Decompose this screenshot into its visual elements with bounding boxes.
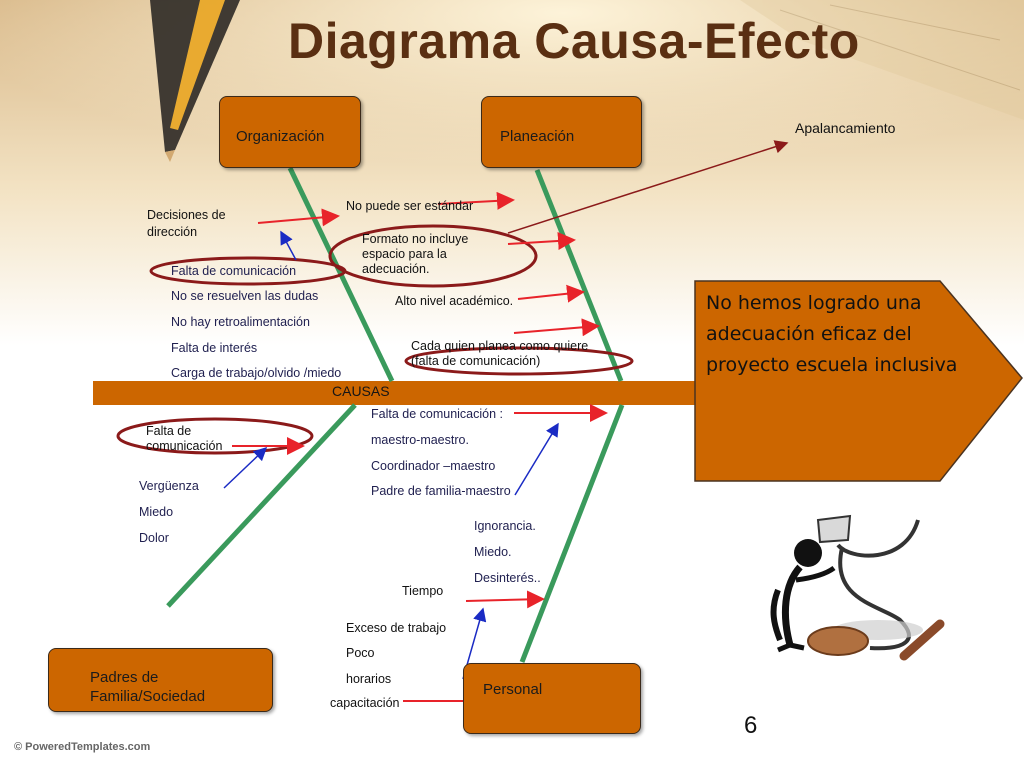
- cause-padres-item: Vergüenza: [139, 479, 199, 493]
- ruler-decoration: [740, 0, 1024, 120]
- ellipse-falta-comunicacion-padres: [116, 417, 314, 455]
- cause-alto-nivel: Alto nivel académico.: [395, 294, 514, 308]
- slide-title: Diagrama Causa-Efecto: [288, 13, 860, 69]
- cause-personal-comunicacion: Padre de familia-maestro: [371, 484, 511, 498]
- hourglass-figure-image: [770, 514, 945, 661]
- cause-formato: Formato no incluye espacio para la adecu…: [362, 232, 469, 276]
- cause-org-item: No se resuelven las dudas: [171, 289, 319, 303]
- category-personal-label: Personal: [483, 681, 543, 698]
- red-arrow: [507, 231, 576, 250]
- cause-org-item: No hay retroalimentación: [171, 315, 310, 329]
- cause-personal-comunicacion: maestro-maestro.: [371, 433, 469, 447]
- apalancamiento-label: Apalancamiento: [795, 120, 896, 136]
- effect-shape: [694, 280, 1023, 482]
- ellipse-cada-quien: [404, 346, 634, 376]
- bone-planeacion: [534, 169, 624, 382]
- cause-personal-comunicacion: Coordinador –maestro: [371, 459, 496, 473]
- cause-exceso: Poco: [346, 646, 375, 660]
- red-arrow: [513, 318, 600, 337]
- axis-label-causas: CAUSAS: [332, 383, 390, 399]
- category-padres-label: Padres de Familia/Sociedad: [90, 669, 206, 705]
- category-organizacion: Organización: [219, 96, 361, 168]
- cause-personal-ignorancia: Desinterés..: [474, 571, 541, 585]
- category-personal: Personal: [463, 663, 641, 734]
- cause-personal-comunicacion: Falta de comunicación :: [371, 407, 504, 421]
- cause-org-item: Carga de trabajo/olvido /miedo: [171, 366, 342, 380]
- red-arrow: [437, 191, 515, 210]
- category-organizacion-label: Organización: [236, 128, 325, 145]
- cause-personal-ignorancia: Miedo.: [474, 545, 512, 559]
- cause-falta-comunicacion-padres: Falta de comunicación: [146, 424, 223, 453]
- page-number: 6: [744, 712, 758, 739]
- cause-padres-item: Dolor: [139, 531, 169, 545]
- cause-decisiones: Decisiones de dirección: [147, 208, 226, 239]
- bone-padres: [166, 403, 357, 608]
- blue-arrow: [280, 230, 297, 261]
- category-padres: Padres de Familia/Sociedad: [48, 648, 273, 712]
- cause-tiempo: Tiempo: [402, 584, 444, 598]
- cause-capacitacion: capacitación: [330, 696, 400, 710]
- spine: [93, 381, 699, 405]
- ellipse-formato: [328, 224, 538, 288]
- cause-exceso: horarios: [346, 672, 392, 686]
- category-planeacion: Planeación: [481, 96, 642, 168]
- cause-no-estandar: No puede ser estándar: [346, 199, 474, 213]
- footer-credit: © PoweredTemplates.com: [14, 741, 151, 753]
- blue-arrow: [514, 422, 559, 496]
- cause-org-item: Falta de interés: [171, 341, 258, 355]
- effect-statement: No hemos logrado una adecuación eficaz d…: [706, 292, 958, 376]
- blue-arrow: [223, 446, 268, 489]
- cause-cada-quien: Cada quien planea como quiere (falta de …: [411, 339, 589, 368]
- cause-exceso: Exceso de trabajo: [346, 621, 447, 635]
- cause-padres-item: Miedo: [139, 505, 174, 519]
- red-arrow: [517, 284, 585, 303]
- cause-falta-comunicacion-org: Falta de comunicación: [171, 264, 297, 278]
- pencil-image: [150, 0, 240, 162]
- apalancamiento-arrow: [507, 140, 789, 234]
- red-arrow: [465, 590, 545, 609]
- bone-personal: [519, 404, 625, 663]
- category-planeacion-label: Planeación: [500, 128, 575, 145]
- red-arrow: [257, 208, 340, 227]
- cause-personal-ignorancia: Ignorancia.: [474, 519, 536, 533]
